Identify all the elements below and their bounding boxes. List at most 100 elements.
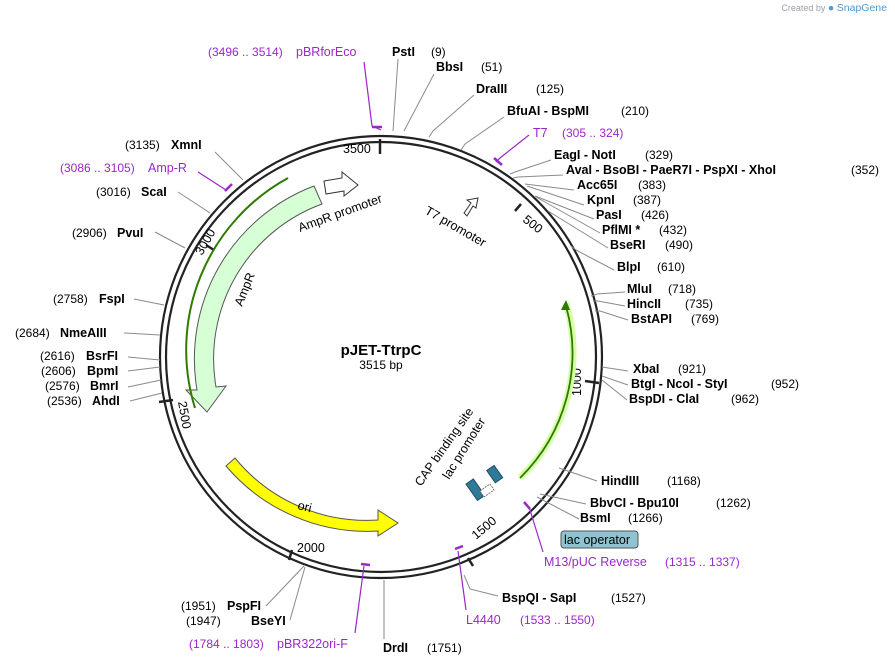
tick-label-2500: 2500 <box>175 400 194 430</box>
feature-ampr[interactable]: AmpR <box>184 177 323 413</box>
tick-label-3500: 3500 <box>343 142 371 156</box>
site-drdi-name[interactable]: DrdI <box>383 641 408 655</box>
site-bsmi-pos: (1266) <box>628 511 663 525</box>
site-eagi-noti-pos: (329) <box>645 148 673 162</box>
primer-pbr322ori-f[interactable]: (1784 .. 1803) pBR322ori-F <box>189 562 371 651</box>
site-bsrfi-name[interactable]: BsrFI <box>86 349 118 363</box>
site-hindiii-name[interactable]: HindIII <box>601 474 639 488</box>
leader-draiii <box>428 94 475 138</box>
leader-bbsi <box>403 73 435 132</box>
site-scai-name[interactable]: ScaI <box>141 185 167 199</box>
leader-psti <box>392 58 399 132</box>
tick-mark-1500 <box>466 557 475 567</box>
site-bbvci-group-name[interactable]: BbvCI - Bpu10I <box>590 496 679 510</box>
tick-label-500: 500 <box>520 212 545 236</box>
feature-right-orf[interactable] <box>517 302 577 481</box>
site-bstapi-pos: (769) <box>691 312 719 326</box>
primer-l4440-leader <box>457 550 467 611</box>
leader-bstapi <box>595 310 629 321</box>
site-bseyi-name[interactable]: BseYI <box>251 614 286 628</box>
site-xbai-name[interactable]: XbaI <box>633 362 659 376</box>
site-hindiii-pos: (1168) <box>667 474 701 488</box>
primer-amp-r[interactable]: (3086 .. 3105) Amp-R <box>60 161 233 192</box>
leader-xmni <box>214 151 244 181</box>
site-pvui-pos: (2906) <box>72 226 107 240</box>
site-bspdi-clai-name[interactable]: BspDI - ClaI <box>629 392 699 406</box>
site-blpi-name[interactable]: BlpI <box>617 260 641 274</box>
site-xmni-pos: (3135) <box>125 138 160 152</box>
site-kpni-pos: (387) <box>633 193 661 207</box>
site-nmeaiii-name[interactable]: NmeAIII <box>60 326 107 340</box>
site-btgi-group-pos: (952) <box>771 377 799 391</box>
site-mlui-name[interactable]: MluI <box>627 282 652 296</box>
leader-bspqi <box>463 574 499 597</box>
ampr-orf-line <box>185 177 289 409</box>
site-draiii-name[interactable]: DraIII <box>476 82 507 96</box>
primer-t7-range: (305 .. 324) <box>562 126 623 140</box>
site-bsmi-name[interactable]: BsmI <box>580 511 611 525</box>
site-btgi-group-name[interactable]: BtgI - NcoI - StyI <box>631 377 728 391</box>
site-pspfi-name[interactable]: PspFI <box>227 599 261 613</box>
site-bmri-pos: (2576) <box>45 379 80 393</box>
site-pflmi-pos: (432) <box>659 223 687 237</box>
site-pvui-name[interactable]: PvuI <box>117 226 143 240</box>
site-pasi-name[interactable]: PasI <box>596 208 622 222</box>
site-psti-name[interactable]: PstI <box>392 45 415 59</box>
site-ahdi-name[interactable]: AhdI <box>92 394 120 408</box>
feature-lac-operator[interactable]: lac operator <box>560 530 639 549</box>
site-bspqi-sapi-name[interactable]: BspQI - SapI <box>502 591 576 605</box>
primer-l4440-mark <box>454 544 464 551</box>
site-bstapi-name[interactable]: BstAPI <box>631 312 672 326</box>
site-nmeaiii-pos: (2684) <box>15 326 50 340</box>
leader-hindiii <box>558 467 598 482</box>
site-eagi-noti-name[interactable]: EagI - NotI <box>554 148 616 162</box>
leader-bfuai <box>460 116 505 151</box>
site-bspdi-clai-pos: (962) <box>731 392 759 406</box>
primer-m13-puc-reverse-name: M13/pUC Reverse <box>544 555 647 569</box>
leader-ahdi <box>129 392 163 402</box>
site-drdi-pos: (1751) <box>427 641 462 655</box>
site-pflmi-name[interactable]: PflMI * <box>602 223 640 237</box>
site-bpmi-pos: (2606) <box>41 364 76 378</box>
site-acc65i-name[interactable]: Acc65I <box>577 178 617 192</box>
snapgene-logo-icon: ● <box>827 2 835 14</box>
brand-name: SnapGene <box>836 2 887 14</box>
leader-bpmi <box>127 366 161 372</box>
leader-bbvci <box>539 493 587 505</box>
leader-mlui <box>590 291 626 297</box>
primer-pbrforeco-leader <box>363 61 382 131</box>
snapgene-brand: Created by ● SnapGene <box>781 2 887 14</box>
feature-t7-promoter[interactable]: T7 promoter <box>423 197 489 250</box>
site-bpmi-name[interactable]: BpmI <box>87 364 118 378</box>
site-xmni-name[interactable]: XmnI <box>171 138 202 152</box>
site-fspi-name[interactable]: FspI <box>99 292 125 306</box>
primer-pbrforeco[interactable]: (3496 .. 3514) pBRforEco <box>208 45 382 131</box>
site-bmri-name[interactable]: BmrI <box>90 379 118 393</box>
leader-xbai <box>601 366 629 372</box>
primer-amp-r-range: (3086 .. 3105) <box>60 161 135 175</box>
site-bseri-name[interactable]: BseRI <box>610 238 645 252</box>
site-acc65i-pos: (383) <box>638 178 666 192</box>
right-orf-line <box>519 305 574 479</box>
leader-bseyi <box>289 566 306 621</box>
plasmid-name: pJET-TtrpC <box>341 342 422 359</box>
leader-bspdi <box>601 379 628 401</box>
site-kpni-name[interactable]: KpnI <box>587 193 615 207</box>
site-avai-group-name[interactable]: AvaI - BsoBI - PaeR7I - PspXI - XhoI <box>566 163 776 177</box>
primer-l4440-range: (1533 .. 1550) <box>520 613 595 627</box>
site-bbsi-name[interactable]: BbsI <box>436 60 463 74</box>
site-avai-group-pos: (352) <box>851 163 879 177</box>
plasmid-size: 3515 bp <box>359 358 403 372</box>
feature-lac-operator-label: lac operator <box>564 533 630 547</box>
feature-ori[interactable]: ori <box>225 457 399 537</box>
site-hincii-name[interactable]: HincII <box>627 297 661 311</box>
leader-pasi <box>534 195 595 220</box>
primer-t7[interactable]: T7 (305 .. 324) <box>493 126 623 166</box>
primer-m13-puc-reverse[interactable]: M13/pUC Reverse (1315 .. 1337) <box>523 501 740 569</box>
site-psti-pos: (9) <box>431 45 446 59</box>
site-bsrfi-pos: (2616) <box>40 349 75 363</box>
site-blpi-pos: (610) <box>657 260 685 274</box>
primer-l4440[interactable]: L4440 (1533 .. 1550) <box>454 544 595 627</box>
site-bfuai-bspmi-name[interactable]: BfuAI - BspMI <box>507 104 589 118</box>
